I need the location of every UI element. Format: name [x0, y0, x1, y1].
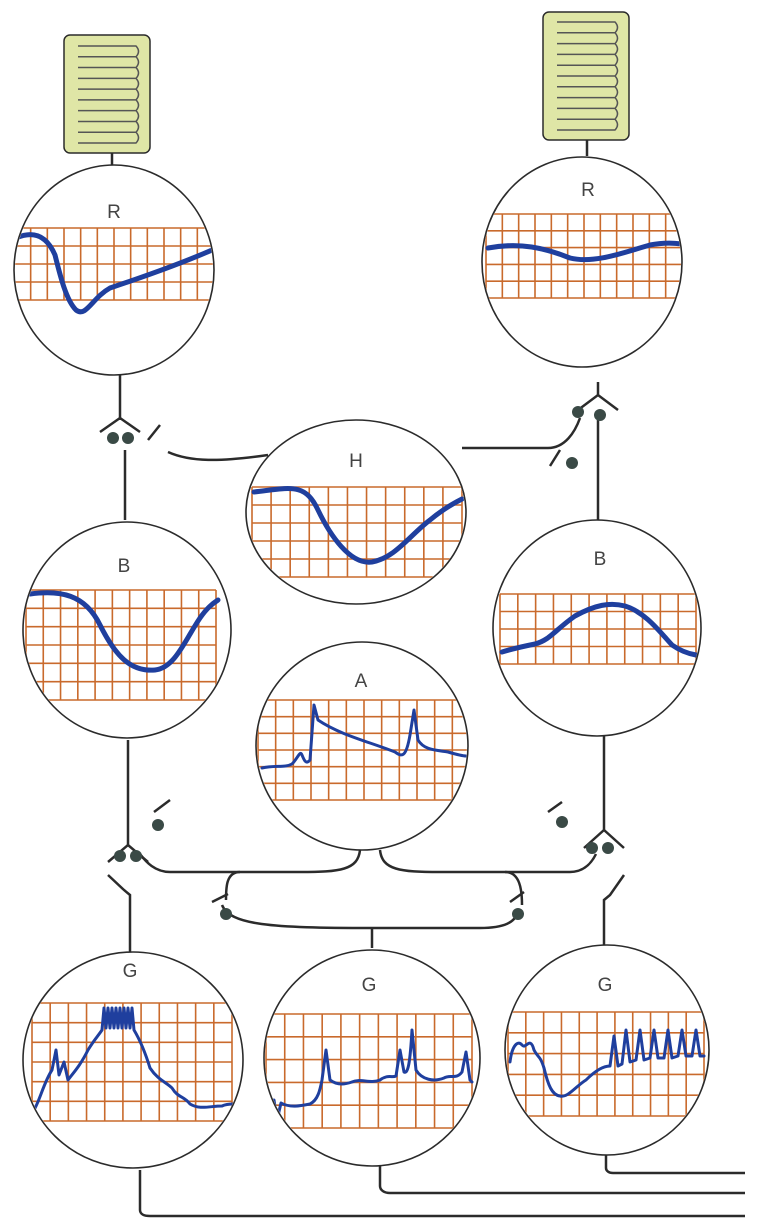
recording-grid	[499, 593, 697, 665]
cell-body-circle	[245, 419, 467, 605]
synapse-dot	[566, 457, 578, 469]
membrane-potential-trace	[499, 601, 699, 658]
cell-ganglion-right: G	[504, 944, 710, 1156]
cell-label: B	[594, 549, 607, 570]
horizontal-process-right-up	[547, 417, 582, 450]
cell-body-circle	[22, 951, 244, 1169]
receptor-segment-right	[542, 11, 630, 141]
cell-body-circle	[504, 944, 710, 1156]
synapse-dot	[107, 432, 119, 444]
cell-label: R	[581, 180, 595, 201]
cell-label: H	[349, 451, 363, 472]
amacrine-branch-right	[504, 870, 524, 906]
recording-grid	[265, 1013, 473, 1129]
synapse-bar	[509, 890, 525, 904]
dendrite-ganglion-left	[107, 874, 132, 960]
cell-ganglion-middle: G	[263, 949, 481, 1167]
membrane-potential-trace	[260, 703, 467, 770]
synapse-dot	[220, 908, 232, 920]
cell-ganglion-left: G	[22, 951, 244, 1169]
synapse-dot	[114, 850, 126, 862]
membrane-potential-trace	[508, 1028, 706, 1098]
terminal-bipolar-right	[583, 828, 625, 849]
synapse-dot	[572, 406, 584, 418]
dendrite-ganglion-right	[602, 874, 626, 960]
synapse-bar	[548, 449, 562, 467]
cell-bipolar-right: B	[492, 519, 702, 737]
cell-receptor-right: R	[481, 156, 683, 368]
cell-label: B	[118, 556, 131, 577]
recording-grid	[15, 227, 213, 301]
synapse-dot	[556, 816, 568, 828]
ganglion-axon-left	[138, 1170, 745, 1218]
cell-receptor-left: R	[13, 164, 215, 376]
recording-grid	[31, 1002, 233, 1122]
terminal-receptor-left	[99, 416, 141, 434]
cell-amacrine: A	[255, 641, 469, 851]
cell-body-circle	[263, 949, 481, 1167]
ganglion-axon-middle	[378, 1165, 745, 1195]
cell-body-circle	[22, 521, 232, 739]
terminal-receptor-right	[577, 393, 619, 411]
synapse-bar	[211, 892, 229, 904]
amacrine-process-right	[378, 849, 598, 874]
synapse-dot	[594, 409, 606, 421]
cell-body-circle	[492, 519, 702, 737]
synapse-bar	[147, 424, 161, 441]
recording-grid	[257, 699, 467, 801]
neural-connections	[99, 140, 745, 1218]
cell-label: G	[362, 975, 377, 996]
amacrine-branch-left	[224, 870, 241, 901]
synapse-dot	[122, 432, 134, 444]
synapse-dot	[152, 819, 164, 831]
synapse-dot	[586, 842, 598, 854]
synapse-bar	[547, 800, 563, 814]
cell-label: G	[123, 961, 138, 982]
synapses	[107, 406, 614, 920]
amacrine-process-left	[139, 849, 362, 874]
cell-body-circle	[255, 641, 469, 851]
synapse-dot	[602, 842, 614, 854]
membrane-potential-trace	[251, 486, 465, 565]
ganglion-axon-right	[604, 1155, 745, 1175]
membrane-potential-trace	[485, 240, 681, 263]
recording-grid	[507, 1011, 705, 1117]
amacrine-lower-loop	[220, 904, 520, 930]
cell-label: A	[355, 671, 368, 692]
recording-grid	[25, 589, 217, 701]
synapse-dot	[130, 850, 142, 862]
synapse-bar	[153, 799, 171, 813]
terminal-bipolar-left	[107, 843, 149, 863]
horizontal-process-left	[167, 450, 269, 462]
membrane-potential-trace	[15, 232, 213, 315]
recording-grid	[485, 213, 681, 299]
cell-label: R	[107, 202, 121, 223]
receptor-segment-left	[63, 34, 151, 154]
cell-label: G	[598, 975, 613, 996]
recording-grid	[251, 486, 463, 578]
cell-bipolar-left: B	[22, 521, 232, 739]
synapse-dot	[512, 908, 524, 920]
membrane-potential-trace	[27, 590, 221, 673]
membrane-potential-trace	[32, 1006, 236, 1112]
cell-horizontal: H	[245, 419, 467, 605]
synapse-bars	[147, 424, 563, 904]
membrane-potential-trace	[268, 1028, 474, 1122]
